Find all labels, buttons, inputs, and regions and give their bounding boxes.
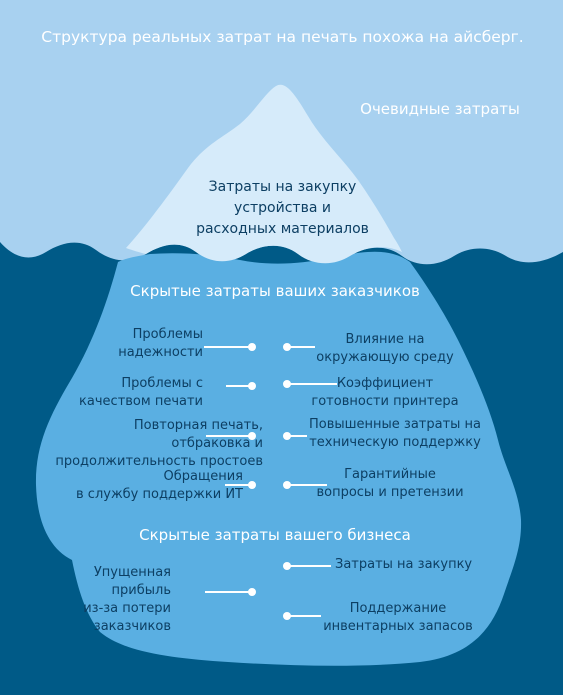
business-cost-item: Затраты на закупку: [335, 556, 485, 574]
connector-line: [205, 591, 252, 593]
item-line: вопросы и претензии: [316, 485, 464, 500]
connector-line: [204, 346, 252, 348]
connector-line: [287, 484, 327, 486]
item-line: прибыль: [111, 583, 171, 598]
customer-cost-item: Проблемы с качеством печати: [79, 375, 203, 411]
obvious-costs-label: Очевидные затраты: [360, 100, 520, 118]
connector-dot: [248, 432, 256, 440]
connector-line: [287, 615, 321, 617]
customer-cost-item: Влияние на окружающую среду: [300, 331, 470, 367]
item-line: Обращения: [163, 469, 243, 484]
customer-cost-item: Проблемы надежности: [118, 326, 203, 362]
item-line: Затраты на закупку: [335, 557, 473, 572]
item-line: инвентарных запасов: [323, 619, 473, 634]
item-line: Коэффициент: [336, 376, 434, 391]
item-line: качеством печати: [79, 394, 203, 409]
connector-line: [226, 385, 252, 387]
item-line: Гарантийные: [344, 467, 436, 482]
item-line: техническую поддержку: [309, 435, 481, 450]
connector-dot: [248, 382, 256, 390]
tip-label-line: расходных материалов: [196, 221, 369, 237]
item-line: заказчиков: [93, 619, 171, 634]
customer-cost-item: Повторная печать, отбраковка и продолжит…: [55, 417, 263, 471]
connector-line: [287, 435, 307, 437]
item-line: Влияние на: [345, 332, 425, 347]
hidden-business-heading: Скрытые затраты вашего бизнеса: [139, 526, 411, 544]
item-line: Поддержание: [349, 601, 447, 616]
tip-label-line: устройства и: [234, 200, 331, 216]
item-line: Проблемы: [132, 327, 203, 342]
business-cost-item: Упущенная прибыль из-за потери заказчико…: [83, 564, 171, 636]
iceberg-tip: [126, 84, 402, 264]
connector-dot: [248, 588, 256, 596]
item-line: готовности принтера: [311, 394, 459, 409]
customer-cost-item: Гарантийные вопросы и претензии: [305, 466, 475, 502]
item-line: окружающую среду: [316, 350, 454, 365]
connector-dot: [248, 343, 256, 351]
business-cost-item: Поддержание инвентарных запасов: [318, 600, 478, 636]
connector-line: [225, 484, 252, 486]
item-line: Проблемы с: [121, 376, 203, 391]
tip-label-line: Затраты на закупку: [208, 179, 357, 195]
item-line: Повышенные затраты на: [308, 417, 482, 432]
item-line: продолжительность простоев: [55, 454, 263, 469]
customer-cost-item: Повышенные затраты на техническую поддер…: [305, 416, 485, 452]
infographic-title: Структура реальных затрат на печать похо…: [41, 28, 524, 46]
item-line: из-за потери: [83, 601, 171, 616]
item-line: отбраковка и: [171, 436, 263, 451]
item-line: Упущенная: [93, 565, 171, 580]
tip-label: Затраты на закупку устройства и расходны…: [160, 177, 405, 240]
connector-dot: [248, 481, 256, 489]
connector-line: [287, 565, 331, 567]
customer-cost-item: Обращения в службу поддержки ИТ: [76, 468, 243, 504]
customer-cost-item: Коэффициент готовности принтера: [300, 375, 470, 411]
connector-line: [287, 346, 315, 348]
item-line: в службу поддержки ИТ: [76, 487, 243, 502]
iceberg-underwater: [35, 251, 522, 666]
hidden-customers-heading: Скрытые затраты ваших заказчиков: [130, 282, 420, 300]
connector-line: [287, 383, 337, 385]
connector-line: [206, 435, 252, 437]
item-line: Повторная печать,: [133, 418, 263, 433]
item-line: надежности: [118, 345, 203, 360]
